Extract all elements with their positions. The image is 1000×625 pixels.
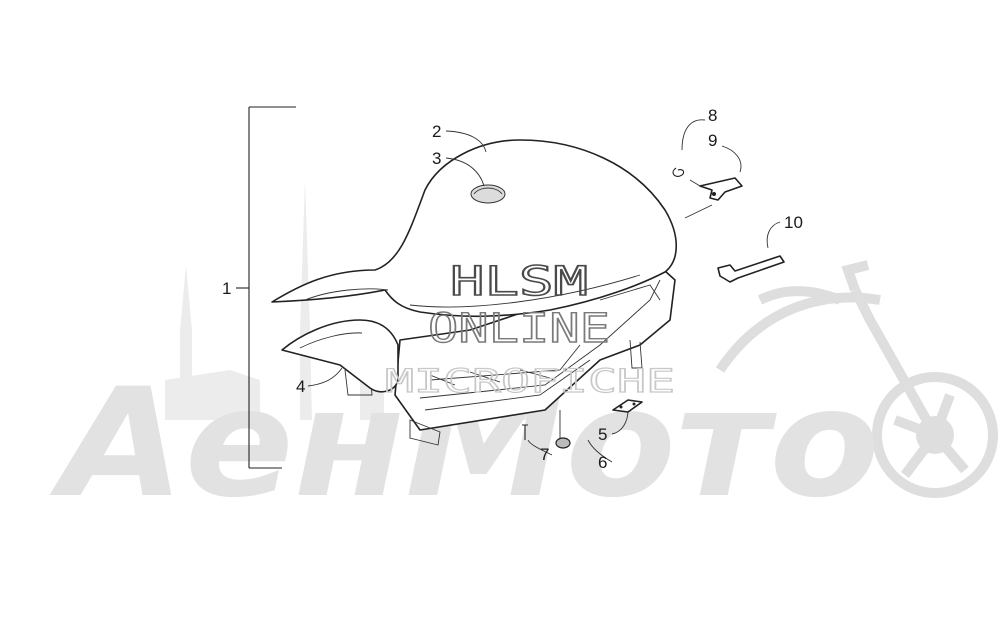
motorcycle-watermark (715, 260, 998, 498)
hardware-parts (522, 399, 643, 449)
callout-3: 3 (432, 149, 441, 168)
callout-6: 6 (598, 453, 607, 472)
bracket-item-1 (236, 106, 296, 469)
callout-10: 10 (784, 213, 803, 232)
seat-cover (271, 139, 677, 318)
callout-2: 2 (432, 122, 441, 141)
wrench (717, 255, 785, 283)
hlsm-watermark: HLSM ONLINE MICROFICHE (384, 258, 675, 400)
watermark-line-2: ONLINE (428, 306, 610, 352)
watermark-line-3: MICROFICHE (385, 362, 675, 400)
latch-lever (699, 177, 743, 201)
callout-numbers: 1 2 3 4 5 6 7 8 9 10 (222, 106, 803, 472)
pin (522, 424, 528, 440)
seat-latch (672, 167, 743, 201)
callout-1: 1 (222, 279, 231, 298)
seat-assembly (271, 139, 677, 446)
leader-lines (307, 119, 781, 463)
callout-7: 7 (540, 445, 549, 464)
callout-9: 9 (708, 131, 717, 150)
callout-8: 8 (708, 106, 717, 125)
grommet (555, 437, 571, 449)
callout-4: 4 (296, 377, 305, 396)
seat-base (394, 259, 676, 431)
callout-5: 5 (598, 425, 607, 444)
watermark-line-1: HLSM (450, 259, 588, 305)
latch-spring (672, 167, 685, 177)
